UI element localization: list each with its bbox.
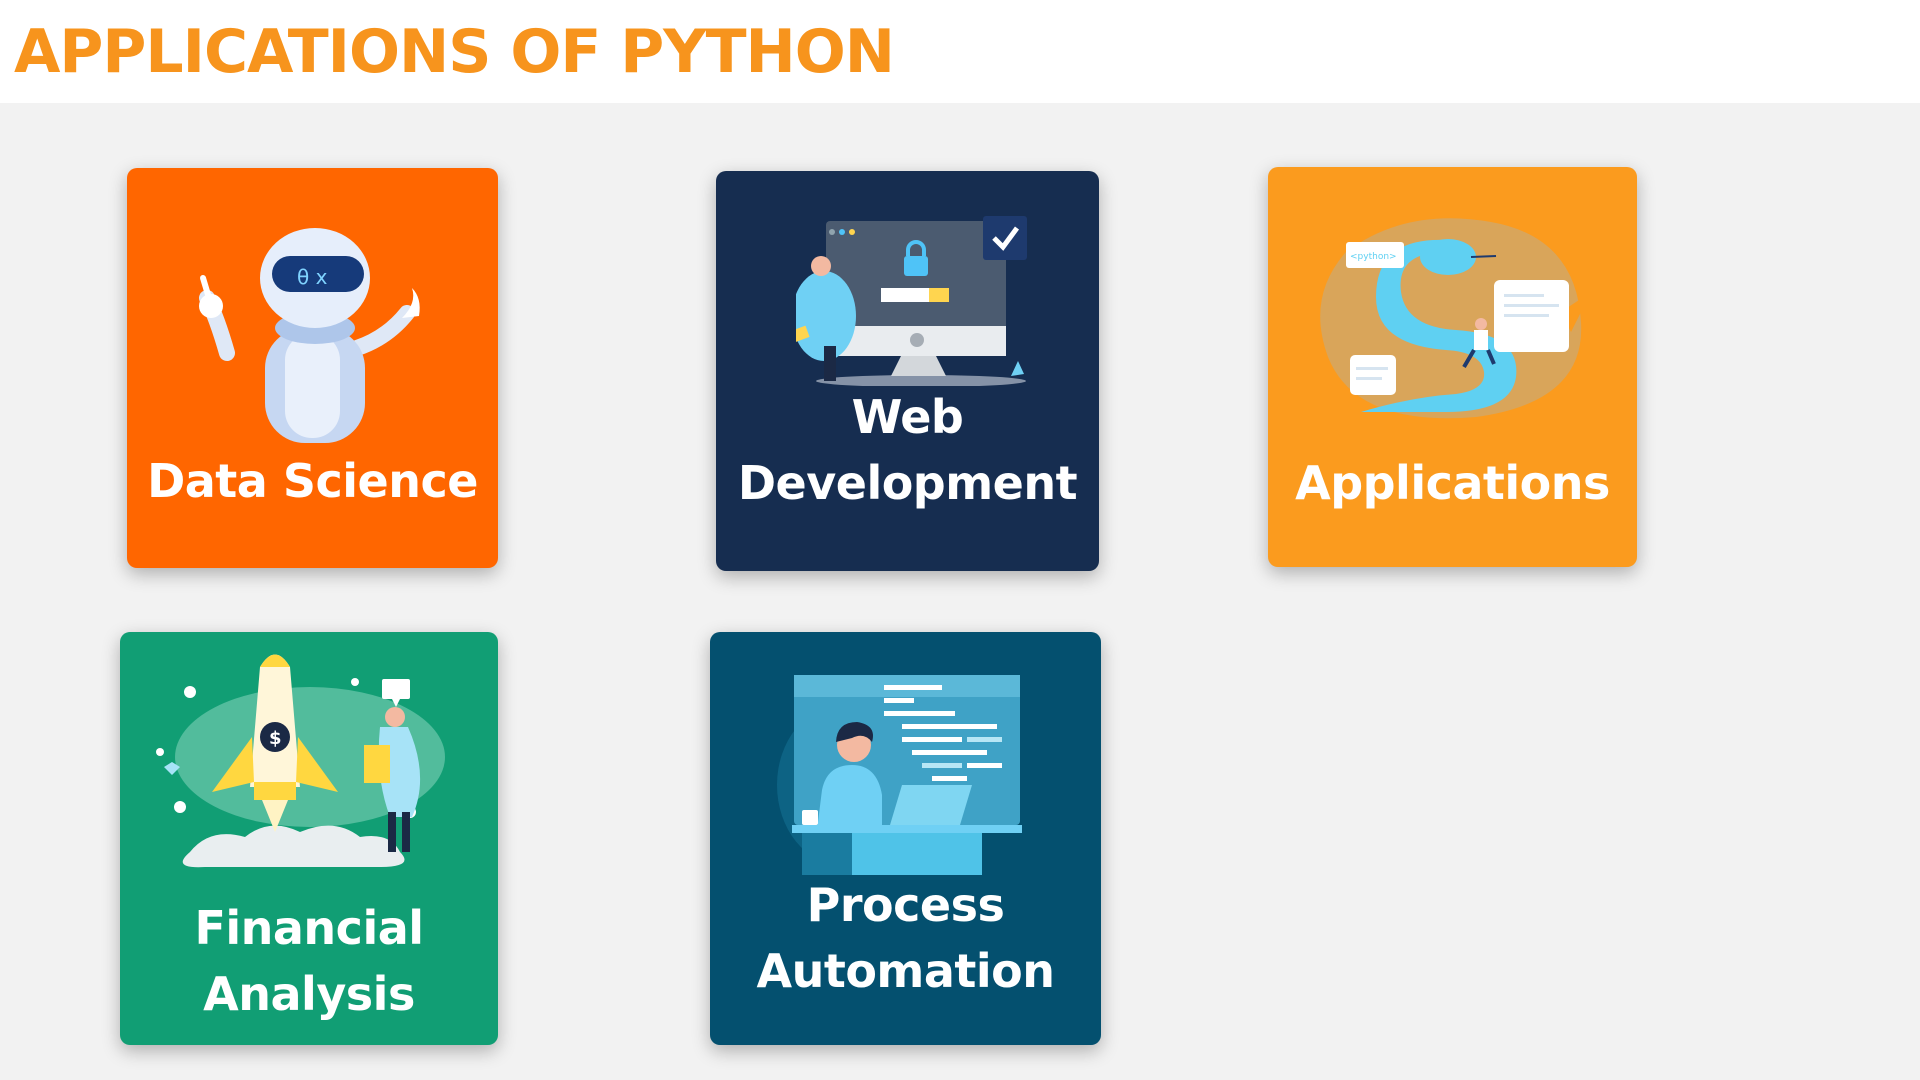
dollar-symbol: $ [269,728,282,749]
robot-icon: θ x [199,228,420,443]
python-badge-text: <python> [1350,252,1397,262]
web-security-monitor-icon [796,216,1027,386]
card-financial-analysis-label: Financial Analysis [194,901,424,1021]
card-data-science[interactable]: θ x Data Science [127,168,498,568]
python-snake-icon: <python> [1320,218,1591,419]
svg-text:θ x: θ x [297,265,328,289]
card-process-automation-label: Process Automation [756,878,1055,998]
card-process-automation[interactable]: Process Automation [710,632,1101,1045]
rocket-launch-icon: $ [156,654,445,868]
card-web-development-label: Web Development [737,390,1078,510]
card-applications-label: Applications [1295,456,1610,510]
card-financial-analysis[interactable]: $ Financial Analysis [120,632,498,1045]
card-data-science-label: Data Science [147,454,478,508]
page-title: APPLICATIONS OF PYTHON [14,17,895,87]
card-web-development[interactable]: Web Development [716,171,1099,571]
card-applications[interactable]: <python> Applications [1268,167,1637,567]
programmer-laptop-icon [777,675,1022,875]
header-bar: APPLICATIONS OF PYTHON [0,0,1920,103]
